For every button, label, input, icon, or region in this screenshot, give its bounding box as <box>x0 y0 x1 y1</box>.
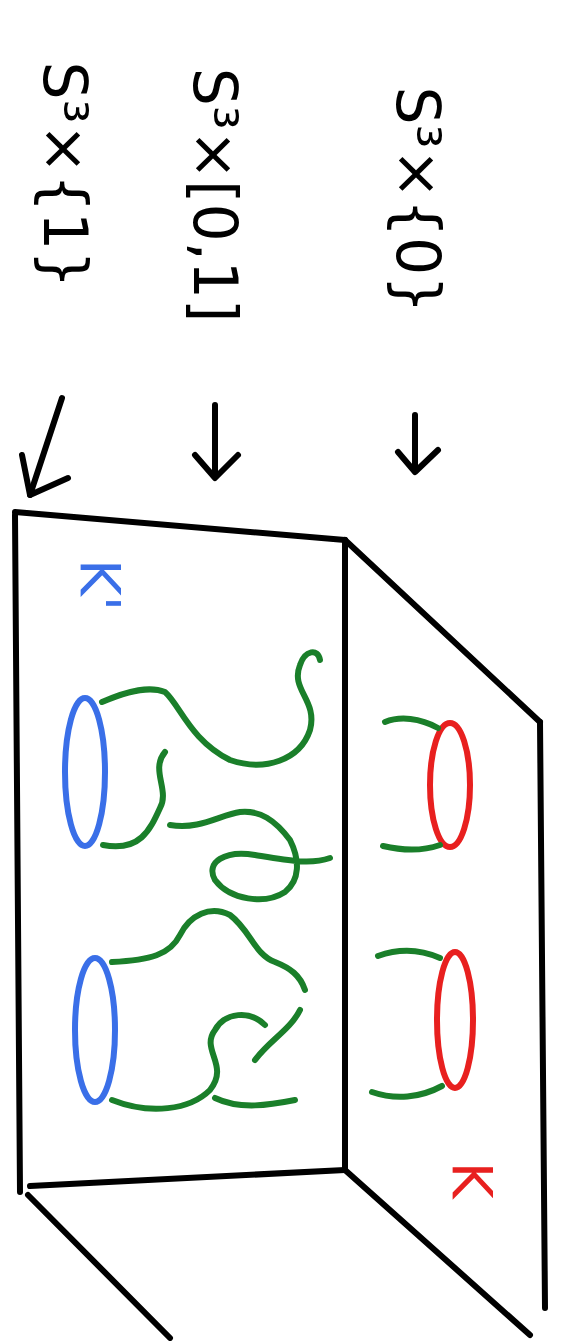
tube-line <box>112 1015 265 1109</box>
box-edge <box>15 515 20 1192</box>
leader-arrows <box>22 398 438 495</box>
tube-line <box>372 1086 442 1097</box>
box-edge <box>15 512 345 540</box>
knot-k <box>430 723 473 1088</box>
tube-line <box>103 752 165 846</box>
tube-line <box>102 652 320 764</box>
slice-label: S³×{0} <box>388 87 448 314</box>
knot-k-prime <box>65 698 115 1102</box>
knot-circle <box>65 698 105 846</box>
concordance-surface <box>102 652 442 1109</box>
knot-circle <box>430 723 470 847</box>
leader-arrow <box>212 405 218 475</box>
cylinder-label: S³×[0,1] <box>185 68 245 323</box>
box-edge <box>342 540 348 1168</box>
tube-line <box>383 845 440 850</box>
leader-arrow <box>412 415 418 470</box>
box-edge <box>345 540 540 722</box>
knot-label: K <box>444 1162 500 1199</box>
box-edge <box>28 1195 170 1338</box>
box-edge <box>30 1170 345 1186</box>
knot-circle <box>75 958 115 1102</box>
tube-line <box>255 1010 300 1060</box>
prism-outline <box>15 512 545 1338</box>
arrow-head <box>22 455 68 495</box>
knot-circle <box>437 952 473 1088</box>
knot-label: K' <box>72 559 128 611</box>
tube-line <box>215 1098 295 1105</box>
slice-label: S³×{1} <box>35 62 95 289</box>
tube-line <box>385 719 438 728</box>
arrow-head <box>398 450 438 472</box>
box-edge <box>540 722 545 1308</box>
arrow-head <box>195 455 238 478</box>
tube-line <box>112 911 305 990</box>
tube-line <box>378 951 440 958</box>
box-edge <box>345 1170 530 1335</box>
tube-line <box>170 812 330 899</box>
